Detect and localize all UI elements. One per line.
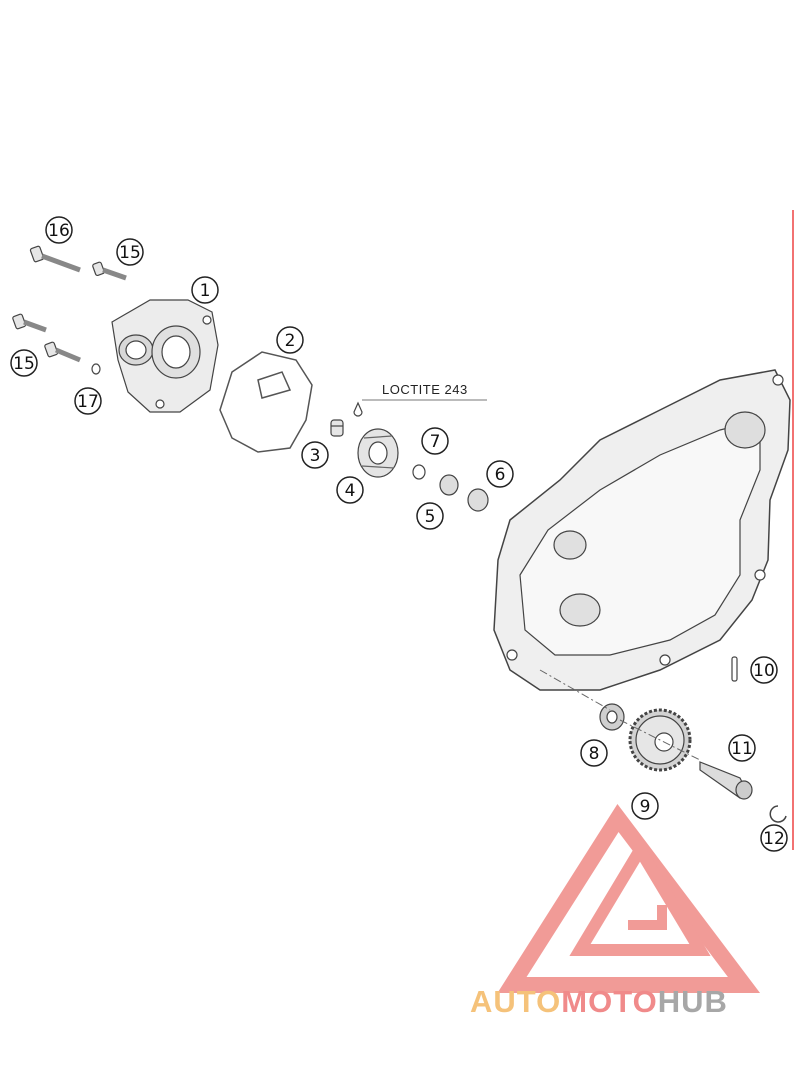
callout-12: 12 bbox=[760, 824, 788, 852]
dowel-pin-10 bbox=[731, 656, 738, 682]
watermark-moto: MOTO bbox=[561, 984, 657, 1019]
bolt-15-left bbox=[12, 313, 47, 333]
bolt-16 bbox=[29, 245, 81, 273]
seal-5 bbox=[439, 474, 459, 496]
washer-7 bbox=[412, 464, 426, 480]
svg-text:15: 15 bbox=[13, 354, 35, 374]
svg-text:12: 12 bbox=[763, 829, 785, 849]
washer-17 bbox=[91, 363, 101, 375]
seal-6 bbox=[467, 488, 489, 512]
callout-1: 1 bbox=[191, 276, 219, 304]
svg-text:10: 10 bbox=[753, 661, 775, 681]
watermark-hub: HUB bbox=[658, 984, 728, 1019]
bearing-8 bbox=[599, 703, 625, 731]
svg-text:2: 2 bbox=[285, 331, 296, 351]
callout-17: 17 bbox=[74, 387, 102, 415]
shaft-11 bbox=[699, 761, 753, 800]
callout-15-left: 15 bbox=[10, 349, 38, 377]
callout-6: 6 bbox=[486, 460, 514, 488]
engine-side-cover bbox=[493, 369, 791, 691]
screw-3 bbox=[330, 419, 344, 437]
circlip-12 bbox=[769, 805, 787, 823]
callout-9: 9 bbox=[631, 792, 659, 820]
callout-3: 3 bbox=[301, 441, 329, 469]
svg-text:9: 9 bbox=[640, 797, 651, 817]
svg-text:5: 5 bbox=[425, 507, 436, 527]
svg-text:1: 1 bbox=[200, 281, 211, 301]
watermark-logo bbox=[497, 803, 761, 993]
watermark-text: AUTOMOTOHUB bbox=[470, 984, 728, 1019]
svg-text:17: 17 bbox=[77, 392, 99, 412]
svg-text:3: 3 bbox=[310, 446, 321, 466]
callout-2: 2 bbox=[276, 326, 304, 354]
bolt-15-upper bbox=[92, 261, 127, 281]
callout-7: 7 bbox=[421, 427, 449, 455]
svg-text:7: 7 bbox=[430, 432, 441, 452]
callout-10: 10 bbox=[750, 656, 778, 684]
svg-text:11: 11 bbox=[731, 739, 753, 759]
loctite-note: LOCTITE 243 bbox=[382, 382, 468, 397]
watermark-auto: AUTO bbox=[470, 984, 561, 1019]
leader-lines bbox=[539, 669, 701, 761]
callout-4: 4 bbox=[336, 476, 364, 504]
water-pump-cover bbox=[111, 299, 219, 413]
callout-8: 8 bbox=[580, 739, 608, 767]
svg-text:4: 4 bbox=[345, 481, 356, 501]
svg-text:15: 15 bbox=[119, 243, 141, 263]
callout-15-upper: 15 bbox=[116, 238, 144, 266]
bolt-15-lower bbox=[44, 341, 81, 363]
callout-16: 16 bbox=[45, 216, 73, 244]
svg-text:8: 8 bbox=[589, 744, 600, 764]
gasket bbox=[219, 351, 313, 453]
loctite-drop bbox=[353, 401, 363, 417]
svg-text:6: 6 bbox=[495, 465, 506, 485]
callout-11: 11 bbox=[728, 734, 756, 762]
callout-5: 5 bbox=[416, 502, 444, 530]
svg-text:16: 16 bbox=[48, 221, 70, 241]
impeller bbox=[357, 428, 399, 478]
